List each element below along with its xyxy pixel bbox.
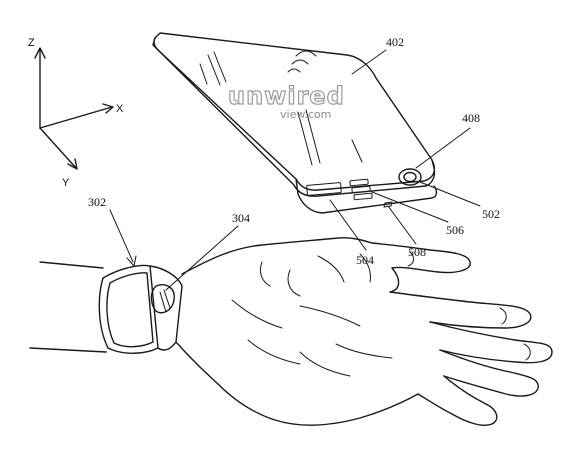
hand — [175, 237, 553, 426]
palm-bottom — [175, 341, 419, 426]
x-axis — [39, 106, 113, 129]
leader-508 — [387, 205, 417, 245]
label-506: 506 — [446, 223, 464, 237]
glare-right — [297, 109, 363, 166]
z-arrow-icon — [34, 47, 46, 59]
key-top — [349, 178, 369, 187]
key-middle — [351, 185, 371, 194]
clasp-detail — [159, 289, 171, 313]
key-bottom — [353, 192, 373, 201]
palm-crease-lower — [299, 343, 393, 377]
hand-back-top — [181, 237, 373, 275]
label-408: 408 — [462, 111, 480, 125]
watermark-sub: view.com — [280, 108, 331, 121]
knuckle-lines — [259, 261, 301, 297]
watermark-main: unwired — [228, 82, 345, 110]
band-outer — [98, 264, 159, 354]
display-panel — [306, 182, 342, 196]
label-304: 304 — [232, 211, 250, 225]
y-arrow-icon — [67, 158, 78, 170]
clasp — [150, 284, 175, 314]
leader-408 — [415, 127, 471, 169]
device-front-face — [295, 178, 438, 214]
index-finger — [389, 291, 532, 329]
thumb-upper — [371, 242, 471, 274]
coordinate-axes: Z X Y — [28, 37, 124, 189]
edge-port — [383, 201, 393, 208]
y-axis-label: Y — [62, 177, 70, 189]
leader-504 — [329, 199, 367, 251]
label-504: 504 — [356, 253, 374, 267]
forearm-bottom — [29, 347, 107, 353]
little-finger — [417, 375, 498, 426]
glare-left — [199, 51, 227, 86]
round-button-outer — [398, 168, 422, 186]
x-axis-label: X — [116, 103, 124, 115]
label-402: 402 — [386, 35, 404, 49]
palm-crease-upper — [299, 255, 361, 327]
wrist-band-302 — [98, 264, 183, 354]
leader-lines — [109, 49, 481, 291]
thumb-joint — [389, 267, 400, 293]
label-508: 508 — [408, 245, 426, 259]
middle-nail — [523, 343, 531, 361]
middle-finger — [429, 321, 553, 364]
x-arrow-icon — [102, 103, 114, 114]
leader-506 — [371, 191, 449, 223]
label-302: 302 — [88, 195, 106, 209]
device-side-face — [152, 37, 427, 197]
ring-finger — [439, 349, 539, 397]
wireless-waves-icon — [287, 50, 317, 73]
leader-302 — [109, 209, 134, 263]
y-axis — [39, 127, 77, 169]
watermark: unwired view.com — [227, 50, 345, 121]
forearm — [29, 261, 107, 353]
palm-crease-heel — [231, 299, 301, 365]
thumb-crease — [359, 253, 371, 283]
forearm-top — [39, 261, 104, 269]
z-axis-label: Z — [28, 37, 35, 49]
leader-302-arrow-icon — [126, 255, 137, 267]
leader-402 — [351, 49, 387, 75]
reference-numerals: 402 408 502 506 508 504 302 304 — [88, 35, 500, 267]
round-button-inner — [403, 171, 417, 183]
label-502: 502 — [482, 207, 500, 221]
band-back — [149, 265, 183, 351]
leader-304 — [165, 225, 239, 291]
index-nail — [499, 307, 507, 325]
thumb-nail — [407, 251, 415, 267]
band-inner — [106, 272, 154, 348]
device-402 — [152, 32, 438, 214]
leader-502 — [419, 181, 481, 207]
